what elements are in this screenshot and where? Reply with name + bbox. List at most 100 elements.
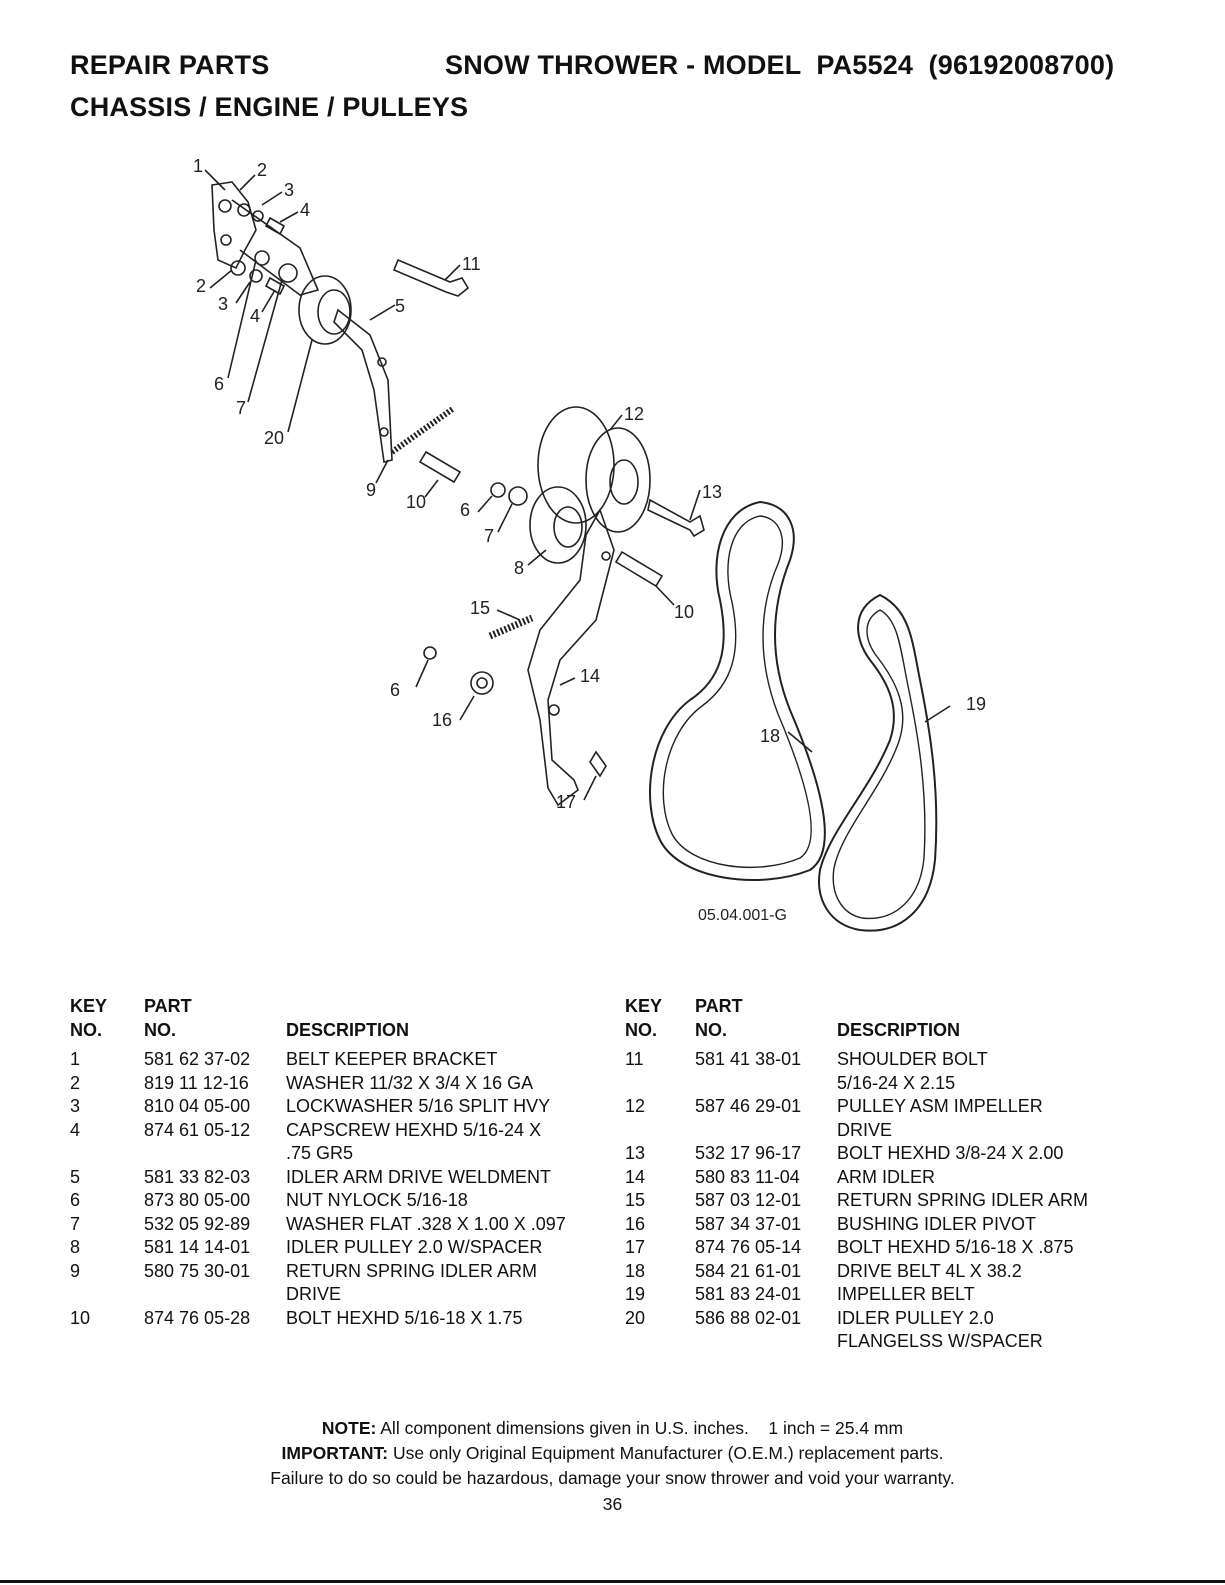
header-part: PART (144, 996, 192, 1016)
part-key-no: 8 (70, 1237, 81, 1257)
callout: 17 (556, 792, 576, 812)
part-key-no: 7 (70, 1213, 81, 1234)
part-key-no: 13 (625, 1143, 646, 1163)
callout: 12 (624, 404, 644, 424)
header-description: DESCRIPTION (837, 1019, 961, 1040)
callout: 3 (218, 294, 228, 314)
callout-labels: 1 2 3 4 2 3 4 5 11 6 7 20 12 9 10 6 7 13… (193, 156, 986, 924)
part-description: BOLT HEXHD 5/16-18 X 1.75 (286, 1307, 523, 1328)
part-key-no: 12 (625, 1096, 646, 1116)
impeller-drive-pulley (537, 406, 615, 524)
part-key-no: 6 (70, 1190, 81, 1210)
callout: 10 (674, 602, 694, 622)
part-number: 874 76 05-28 (144, 1307, 251, 1328)
part-description: LOCKWASHER 5/16 SPLIT HVY (286, 1096, 551, 1116)
callout: 16 (432, 710, 452, 730)
callout: 2 (257, 160, 267, 180)
part-number: 580 75 30-01 (144, 1260, 251, 1281)
part-key-no: 4 (70, 1119, 81, 1140)
header-part-no: NO. (695, 1019, 728, 1040)
part-description: RETURN SPRING IDLER ARM (286, 1260, 538, 1281)
part-description: ARM IDLER (837, 1166, 936, 1187)
part-number: 532 17 96-17 (695, 1143, 802, 1163)
part-number: 581 41 38-01 (695, 1049, 802, 1069)
part-number: 581 83 24-01 (695, 1284, 802, 1304)
callout: 15 (470, 598, 490, 618)
table-header-row-2: NO. NO. DESCRIPTION (625, 1019, 1185, 1043)
callout: 11 (462, 254, 481, 274)
part-number: 810 04 05-00 (144, 1096, 251, 1116)
part-description: NUT NYLOCK 5/16-18 (286, 1190, 468, 1210)
table-row: FLANGELSS W/SPACER (625, 1330, 1185, 1354)
table-row: DRIVE (70, 1283, 610, 1307)
part-key-no: 15 (625, 1190, 646, 1210)
shoulder-bolt (392, 258, 470, 297)
header-key-no: NO. (70, 1019, 103, 1040)
part-number: 581 14 14-01 (144, 1237, 251, 1257)
important-text: Use only Original Equipment Manufacturer… (388, 1443, 944, 1463)
callout: 4 (300, 200, 310, 220)
header-model-title: SNOW THROWER - MODEL PA5524 (96192008700… (445, 50, 1115, 80)
header-part-no: NO. (144, 1019, 177, 1040)
part-number: 584 21 61-01 (695, 1260, 802, 1281)
callout: 2 (196, 276, 206, 296)
important-line: IMPORTANT: Use only Original Equipment M… (0, 1443, 1225, 1464)
part-number: 532 05 92-89 (144, 1213, 251, 1234)
table-header-row-1: KEY PART (70, 995, 610, 1019)
table-row: DRIVE (625, 1119, 1185, 1143)
part-description: BELT KEEPER BRACKET (286, 1049, 498, 1069)
part-description: BUSHING IDLER PIVOT (837, 1213, 1037, 1234)
part-key-no: 1 (70, 1049, 81, 1069)
idler-pulley-8 (529, 486, 587, 564)
part-number: 874 76 05-14 (695, 1237, 802, 1257)
part-key-no: 19 (625, 1284, 646, 1304)
belt-keeper-bracket (211, 181, 257, 270)
part-description: BOLT HEXHD 3/8-24 X 2.00 (837, 1143, 1064, 1163)
section-subtitle: CHASSIS / ENGINE / PULLEYS (70, 92, 469, 122)
diagram-code: 05.04.001-G (698, 907, 787, 924)
header-key: KEY (70, 996, 108, 1016)
callout: 7 (484, 526, 494, 546)
diagram-drawing (204, 169, 951, 932)
callout: 9 (366, 480, 376, 500)
callout: 20 (264, 428, 284, 448)
part-number: 587 03 12-01 (695, 1190, 802, 1210)
callout: 3 (284, 180, 294, 200)
table-row: 5/16-24 X 2.15 (625, 1072, 1185, 1096)
part-number: 587 46 29-01 (695, 1096, 802, 1116)
header-key-no: NO. (625, 1019, 658, 1040)
part-number: 586 88 02-01 (695, 1307, 802, 1328)
drive-belt (649, 500, 826, 881)
callout: 10 (406, 492, 426, 512)
part-number: 874 61 05-12 (144, 1119, 251, 1140)
parts-exploded-diagram: 1 2 3 4 2 3 4 5 11 6 7 20 12 9 10 6 7 13… (193, 156, 986, 932)
part-description: FLANGELSS W/SPACER (837, 1331, 1043, 1351)
arm-idler (527, 508, 615, 807)
part-key-no: 2 (70, 1072, 81, 1093)
part-description: .75 GR5 (286, 1143, 354, 1163)
callout: 6 (214, 374, 224, 394)
table-row: .75 GR5 (70, 1142, 610, 1166)
callout: 1 (193, 156, 203, 176)
part-description: IDLER PULLEY 2.0 W/SPACER (286, 1237, 543, 1257)
part-key-no: 14 (625, 1166, 646, 1187)
note-label: NOTE: (321, 1418, 377, 1438)
part-key-no: 17 (625, 1237, 646, 1257)
callout: 18 (760, 726, 780, 746)
idler-pulley-20 (298, 275, 352, 345)
